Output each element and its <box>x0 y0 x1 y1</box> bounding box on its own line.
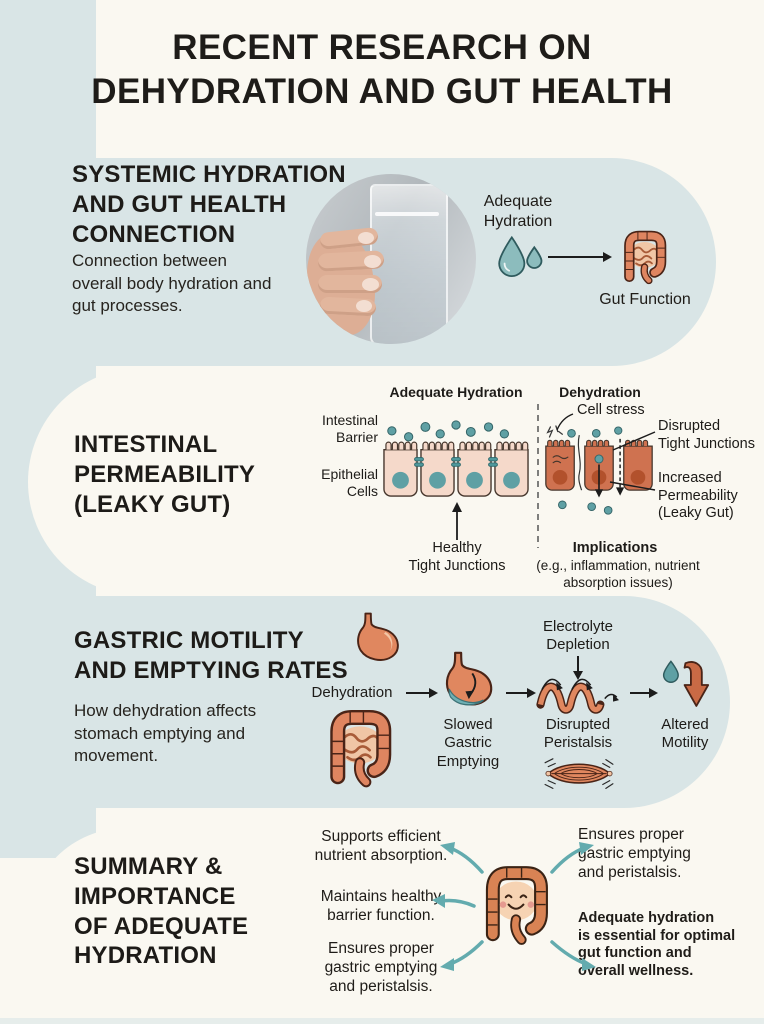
point-gastric-emptying-right: Ensures proper gastric emptying and peri… <box>578 826 691 881</box>
implications-note: (e.g., inflammation, nutrient absorption… <box>536 558 700 590</box>
increased-permeability-label: Increased Permeability (Leaky Gut) <box>658 470 738 522</box>
section-4-panel <box>28 828 764 1024</box>
water-drops-icon <box>492 234 546 284</box>
electrolyte-depletion-label: Electrolyte Depletion <box>542 618 614 654</box>
hand-holding-water-photo <box>306 174 476 344</box>
healthy-tight-junctions-label: Healthy Tight Junctions <box>408 540 506 574</box>
intestinal-barrier-label: Intestinal Barrier <box>321 412 378 446</box>
dehydration-step-label: Dehydration <box>311 684 393 701</box>
water-glass <box>370 184 448 344</box>
point-gastric-emptying-left: Ensures proper gastric emptying and peri… <box>324 940 438 995</box>
down-arrow <box>573 656 583 680</box>
fingernail <box>362 278 379 291</box>
cell-stress-label: Cell stress <box>577 402 645 418</box>
section-4-heading: SUMMARY & IMPORTANCE OF ADEQUATE HYDRATI… <box>74 853 249 970</box>
adequate-hydration-label: Adequate Hydration <box>483 193 553 230</box>
section-1-heading: SYSTEMIC HYDRATION AND GUT HEALTH CONNEC… <box>72 161 346 248</box>
altered-motility-icon <box>660 656 710 714</box>
implications-title: Implications <box>572 540 658 556</box>
altered-motility-label: Altered Motility <box>661 716 709 752</box>
water-surface <box>375 212 439 216</box>
point-nutrient-absorption: Supports efficient nutrient absorption. <box>314 828 448 864</box>
section-2-heading: INTESTINAL PERMEABILITY (LEAKY GUT) <box>74 431 256 518</box>
flow-arrow <box>406 688 438 698</box>
happy-gut-icon <box>474 862 558 950</box>
dehydrated-epithelium-diagram <box>544 420 654 520</box>
stomach-icon <box>350 610 404 668</box>
muscle-icon <box>542 754 616 794</box>
healthy-epithelium-diagram <box>382 420 530 501</box>
page-title: RECENT RESEARCH ON DEHYDRATION AND GUT H… <box>91 28 673 112</box>
flow-arrow <box>630 688 658 698</box>
diagram-connector-lines <box>310 378 764 595</box>
intestine-icon <box>616 228 672 286</box>
section-1-description: Connection between overall body hydratio… <box>72 251 272 316</box>
arrow-to-absorption <box>438 840 486 876</box>
arrow-to-emptying-left <box>438 938 486 972</box>
dehydration-column-title: Dehydration <box>559 384 641 400</box>
arrow-to-barrier <box>432 892 476 912</box>
flow-arrow <box>548 252 612 262</box>
fingernail <box>358 232 374 244</box>
bottom-edge-strip <box>0 1018 764 1024</box>
slowed-stomach-icon <box>438 650 498 714</box>
section-3-description: How dehydration affects stomach emptying… <box>74 701 257 766</box>
section-3-heading: GASTRIC MOTILITY AND EMPTYING RATES <box>74 627 348 684</box>
point-barrier-function: Maintains healthy barrier function. <box>320 888 442 924</box>
epithelial-cells-label: Epithelial Cells <box>321 466 378 500</box>
peristalsis-wave-icon <box>536 668 622 718</box>
adequate-hydration-column-title: Adequate Hydration <box>389 384 523 400</box>
arrow-to-conclusion <box>548 938 598 972</box>
fingernail <box>356 300 372 312</box>
disrupted-peristalsis-label: Disrupted Peristalsis <box>543 716 613 752</box>
slowed-gastric-emptying-label: Slowed Gastric Emptying <box>436 716 500 770</box>
intestine-icon <box>318 706 400 790</box>
arrow-to-emptying-right <box>548 840 596 876</box>
gut-function-label: Gut Function <box>599 291 691 308</box>
conclusion-text: Adequate hydration is essential for opti… <box>578 910 736 980</box>
disrupted-tight-junctions-label: Disrupted Tight Junctions <box>658 418 755 452</box>
flow-arrow <box>506 688 536 698</box>
fingernail <box>364 255 381 268</box>
